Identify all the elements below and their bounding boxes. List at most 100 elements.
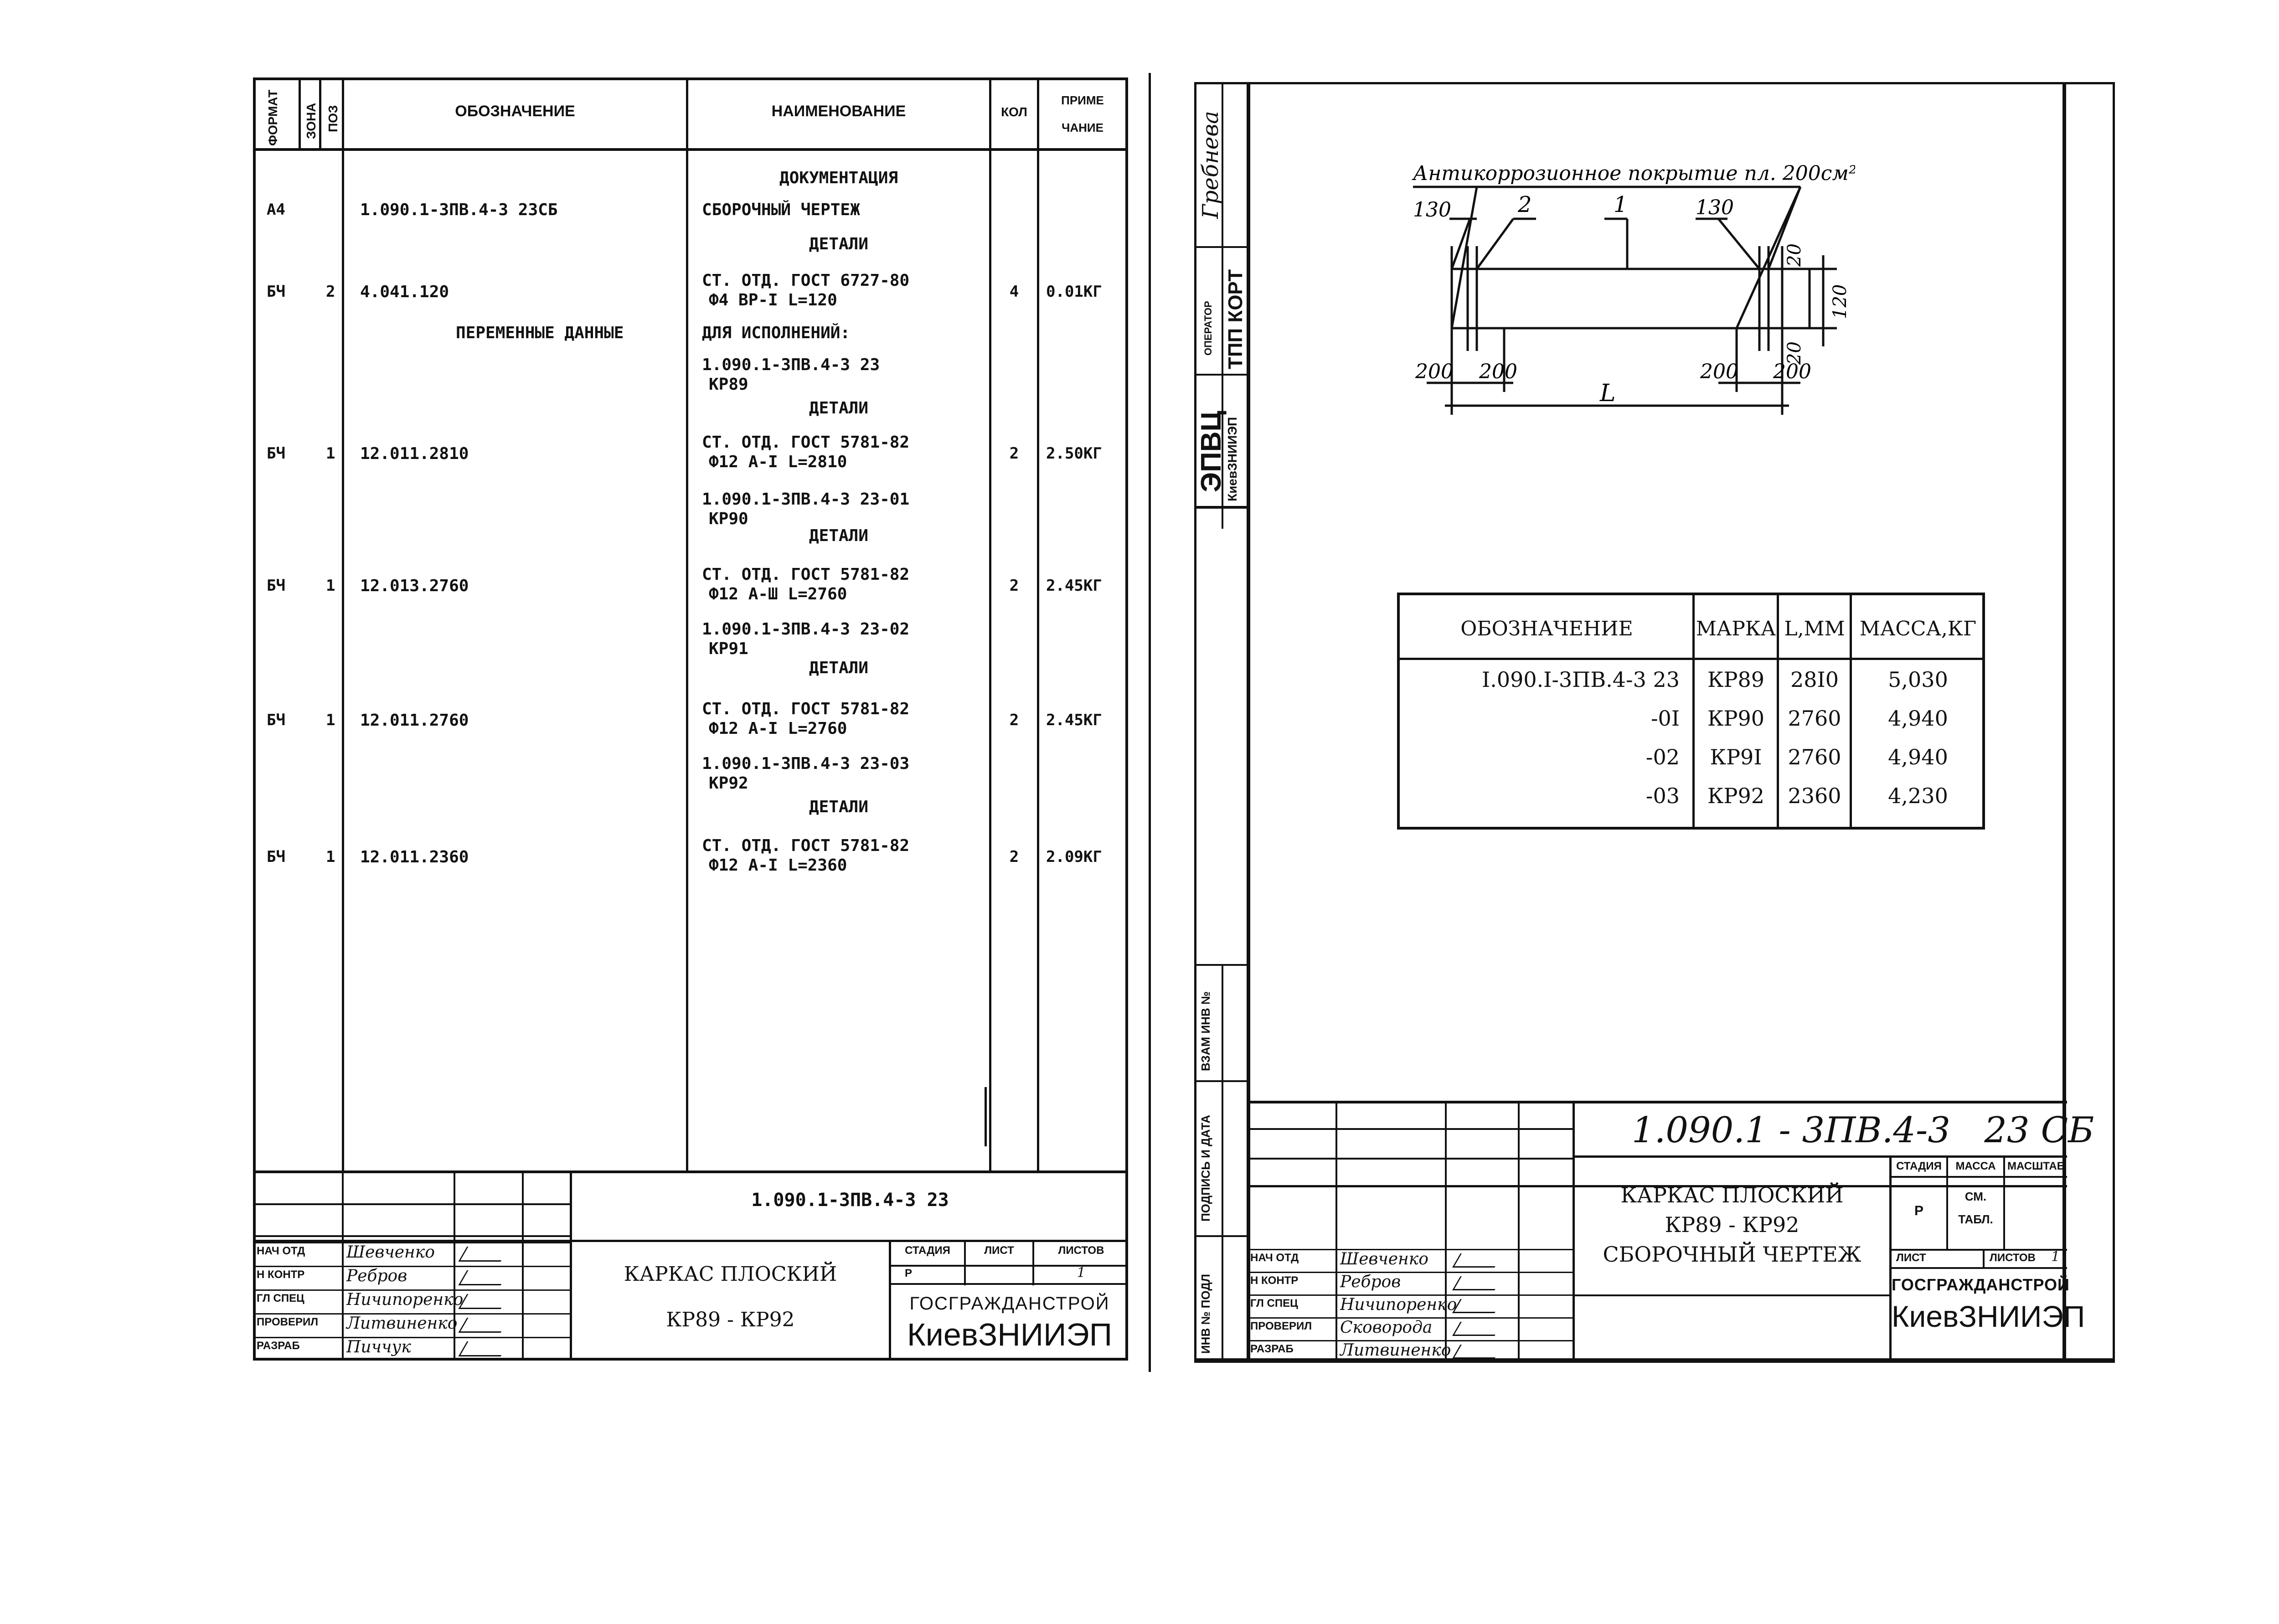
coating-note: Антикоррозионное покрытие пл. 200см² [1412, 162, 1855, 185]
table-cell: 2760 [1788, 706, 1841, 731]
spec-row-format: БЧ [267, 711, 285, 729]
spec-row-note: 2.45КГ [1046, 711, 1102, 729]
signer-name: Шевченко [346, 1243, 435, 1262]
spec-row-name: СТ. ОТД. ГОСТ 5781-82 [702, 700, 910, 718]
spec-row-designation: 12.013.2760 [360, 577, 469, 595]
spec-row-name: ДЕТАЛИ [809, 399, 869, 418]
table-header-cell: ОБОЗНАЧЕНИЕ [1460, 617, 1633, 640]
right-mass-line1: СМ. [1964, 1190, 1987, 1203]
spec-row-name: ДЕТАЛИ [809, 526, 869, 545]
signature-mark [1452, 1299, 1503, 1313]
right-title-line2: КР89 - КР92 [1665, 1212, 1799, 1237]
left-sheet: ФОРМАТ ЗОНА ПОЗ ОБОЗНАЧЕНИЕ НАИМЕНОВАНИЕ… [253, 77, 1130, 1363]
table-cell: КР90 [1707, 706, 1765, 731]
right-stage-value: Р [1914, 1203, 1923, 1218]
table-cell: 4,940 [1888, 706, 1948, 731]
spec-row-pos: 1 [326, 711, 335, 729]
right-title-line1: КАРКАС ПЛОСКИЙ [1620, 1183, 1844, 1207]
signer-name: Литвиненко [346, 1314, 458, 1333]
spec-row-format: БЧ [267, 577, 285, 595]
callout-1: 1 [1614, 192, 1628, 217]
col-zone-header: ЗОНА [304, 103, 318, 139]
left-title-line2: КР89 - КР92 [666, 1308, 795, 1331]
right-inner-frame [1247, 82, 2115, 1363]
right-sheet-label: ЛИСТ [1896, 1252, 1926, 1264]
left-title-line1: КАРКАС ПЛОСКИЙ [624, 1263, 837, 1286]
signer-name: Ребров [346, 1267, 407, 1285]
spec-row-note: 2.50КГ [1046, 444, 1102, 463]
signer-row-line [253, 1242, 572, 1243]
spec-row-name: 1.090.1-3ПВ.4-3 23-03 [702, 754, 910, 773]
right-sheets-label: ЛИСТОВ [1990, 1252, 2036, 1264]
table-cell: -02 [1645, 745, 1680, 769]
spec-row-pos: 1 [326, 444, 335, 463]
table-col-line [1777, 595, 1779, 827]
spec-row-designation: ПЕРЕМЕННЫЕ ДАННЫЕ [456, 324, 624, 342]
table-cell: 2360 [1788, 784, 1841, 808]
left-sheets-label: ЛИСТОВ [1058, 1244, 1104, 1257]
signer-row-line [253, 1313, 572, 1315]
left-sheets-value: 1 [1077, 1265, 1086, 1281]
left-org-line1: ГОСГРАЖДАНСТРОЙ [909, 1294, 1110, 1314]
col-pos-header: ПОЗ [326, 105, 340, 132]
spec-row-note: 2.09КГ [1046, 848, 1102, 866]
name-column-mark [985, 1087, 987, 1146]
spec-row-designation: 12.011.2760 [360, 711, 469, 730]
side-field-inv: ИНВ № ПОДЛ [1199, 1273, 1212, 1354]
signature-mark [458, 1318, 510, 1333]
right-stage-label: СТАДИЯ [1896, 1160, 1942, 1172]
table-cell: 2760 [1788, 745, 1841, 769]
left-doc-code: 1.090.1-3ПВ.4-3 23 [751, 1190, 949, 1211]
left-stage-value: Р [905, 1267, 913, 1279]
spec-row-name-line2: Ф12 А-I L=2760 [709, 719, 847, 738]
col-note-header-2: ЧАНИЕ [1062, 121, 1103, 134]
col-note-header-1: ПРИМЕ [1061, 93, 1104, 107]
signer-role: ГЛ СПЕЦ [1250, 1297, 1298, 1310]
table-header-cell: L,ММ [1784, 617, 1845, 640]
spec-row-name-line2: Ф4 ВР-I L=120 [709, 291, 837, 309]
dim-200-1: 200 [1415, 360, 1454, 383]
table-header-cell: МАРКА [1696, 617, 1776, 640]
signature-mark [458, 1247, 510, 1262]
signer-name: Пиччук [346, 1338, 411, 1356]
side-tpp-kort: ТПП КОРТ [1224, 269, 1247, 369]
table-cell: 4,940 [1888, 745, 1948, 769]
right-scale-label: МАСШТАБ [2007, 1160, 2065, 1172]
signer-name: Литвиненко [1340, 1341, 1451, 1360]
table-cell: -0I [1651, 706, 1680, 731]
right-sheets-value: 1 [2051, 1249, 2060, 1265]
right-sheet: Гребнева ОПЕРАТОР ТПП КОРТ ЭПВЦ КиевЗНИИ… [1194, 82, 2117, 1365]
table-cell: -03 [1645, 784, 1680, 808]
signature-mark [1452, 1322, 1503, 1336]
spec-row-name-line2: КР91 [709, 639, 748, 658]
dim-length-l: L [1599, 380, 1616, 407]
signer-row-line [253, 1289, 572, 1291]
signer-row-line [1247, 1317, 1575, 1319]
col-qty-header: КОЛ [1001, 105, 1027, 119]
spec-row-pos: 2 [326, 283, 335, 301]
signer-role: РАЗРАБ [257, 1340, 300, 1352]
spec-row-qty: 4 [1009, 283, 1019, 301]
spec-row-name-line2: Ф12 А-Ш L=2760 [709, 585, 847, 603]
dim-200-3: 200 [1700, 360, 1738, 383]
spec-row-name-line2: КР90 [709, 510, 748, 528]
callout-130-right: 130 [1696, 196, 1734, 219]
table-cell: КР9I [1710, 745, 1762, 769]
signer-role: ГЛ СПЕЦ [257, 1292, 304, 1304]
right-org-line1: ГОСГРАЖДАНСТРОЙ [1892, 1275, 2070, 1294]
spec-row-name: ДОКУМЕНТАЦИЯ [779, 169, 898, 187]
spec-row-name: СТ. ОТД. ГОСТ 5781-82 [702, 565, 910, 584]
spec-row-note: 2.45КГ [1046, 577, 1102, 595]
signature-mark [458, 1294, 510, 1309]
dim-120: 120 [1830, 284, 1851, 319]
right-doc-code: 1.090.1 - 3ПВ.4-3 23 СБ [1632, 1110, 2094, 1151]
signer-role: Н КОНТР [257, 1268, 305, 1281]
table-cell: КР89 [1707, 667, 1765, 692]
signer-role: НАЧ ОТД [1250, 1252, 1299, 1264]
left-org-line2: КиевЗНИИЭП [907, 1317, 1113, 1352]
callout-2: 2 [1517, 192, 1532, 217]
side-operator-label: ОПЕРАТОР [1202, 301, 1214, 356]
right-mass-line2: ТАБЛ. [1958, 1212, 1993, 1226]
